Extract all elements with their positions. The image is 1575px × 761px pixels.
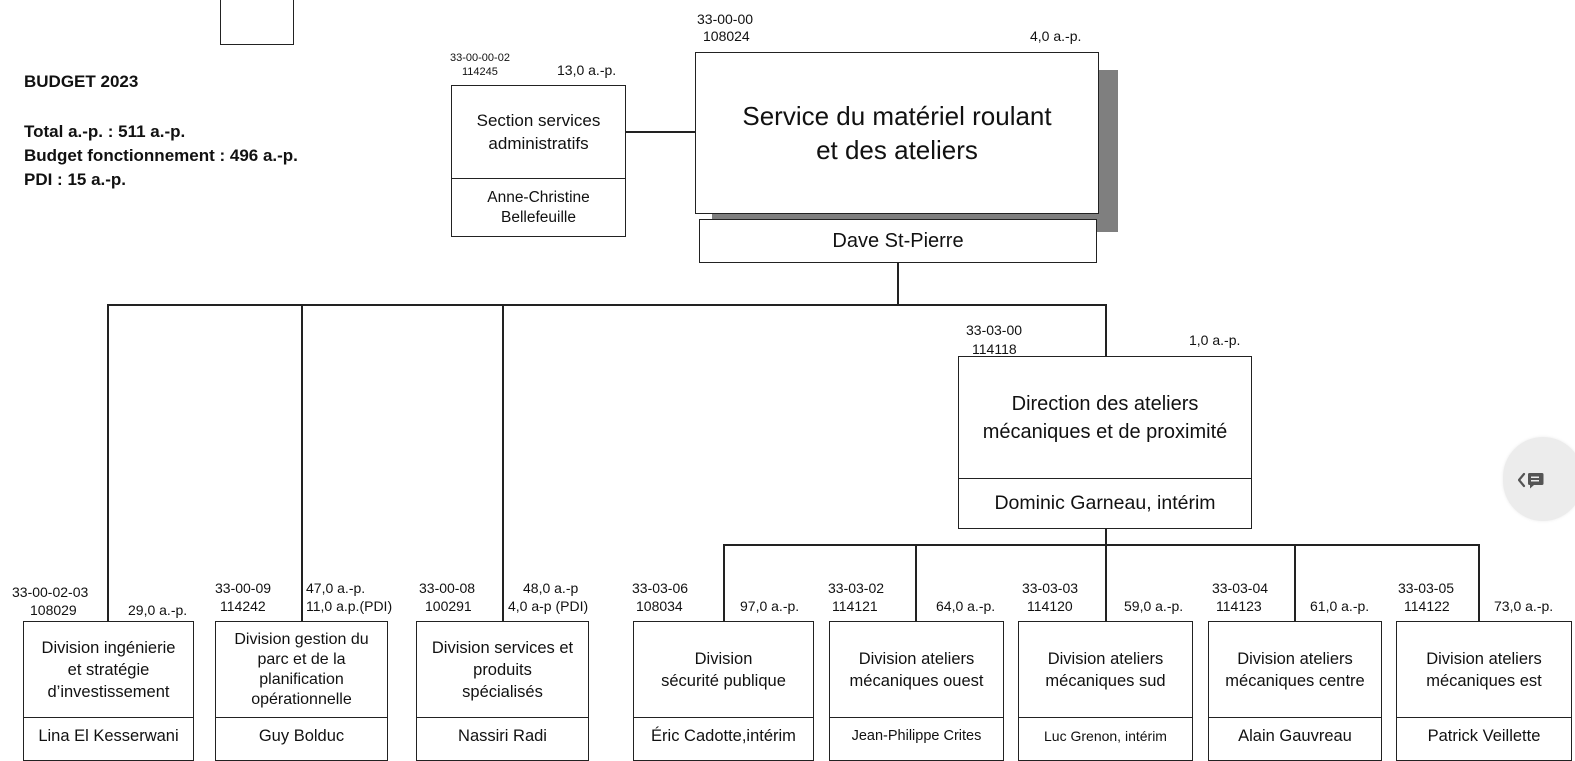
- rdiv-3-title: Division ateliers mécaniques centre: [1209, 622, 1381, 718]
- ldiv-1-count2: 11,0 a.p.(PDI): [306, 598, 393, 614]
- admin-connector: [626, 131, 695, 133]
- direction-box: Direction des ateliers mécaniques et de …: [958, 356, 1252, 529]
- rdiv-2-manager: Luc Grenon, intérim: [1044, 728, 1167, 744]
- top-service-box: Service du matériel roulant et des ateli…: [695, 52, 1099, 214]
- ldiv-0-box: Division ingénierie et stratégie d’inves…: [23, 621, 194, 761]
- ldiv-2-count2: 4,0 a-p (PDI): [508, 598, 589, 614]
- ldiv-1-id: 114242: [220, 598, 266, 614]
- drop-direction: [1105, 304, 1107, 356]
- collapse-comments-button[interactable]: [1503, 437, 1575, 521]
- rdiv-3-box: Division ateliers mécaniques centre Alai…: [1208, 621, 1382, 761]
- drop-div3: [502, 304, 504, 622]
- direction-code: 33-03-00: [966, 322, 1023, 338]
- top-title-line2: et des ateliers: [816, 135, 978, 165]
- rdiv-2-box: Division ateliers mécaniques sud Luc Gre…: [1018, 621, 1193, 761]
- rdiv-2-title: Division ateliers mécaniques sud: [1019, 622, 1192, 718]
- budget-total: Total a.-p. : 511 a.-p.: [24, 122, 186, 141]
- rdiv-0-box: Division sécurité publique Éric Cadotte,…: [633, 621, 814, 761]
- drop-rdiv1: [723, 544, 725, 622]
- rdiv-0-count: 97,0 a.-p.: [740, 598, 800, 614]
- ldiv-2-id: 100291: [425, 598, 472, 614]
- ldiv-0-manager: Lina El Kesserwani: [38, 726, 179, 745]
- ldiv-1-count1: 47,0 a.-p.: [306, 580, 366, 596]
- rdiv-0-id: 108034: [636, 598, 683, 614]
- rdiv-3-code: 33-03-04: [1212, 580, 1269, 596]
- admin-title-line2: administratifs: [488, 134, 589, 153]
- admin-count: 13,0 a.-p.: [557, 62, 617, 78]
- admin-title: Section services administratifs: [452, 86, 625, 179]
- direction-id: 114118: [972, 341, 1017, 357]
- ldiv-2-box: Division services et produits spécialisé…: [416, 621, 589, 761]
- drop-rdiv2: [915, 544, 917, 622]
- rdiv-4-manager: Patrick Veillette: [1427, 726, 1541, 745]
- rdiv-0-manager: Éric Cadotte,intérim: [651, 726, 796, 745]
- top-box-shadow: [1098, 70, 1118, 232]
- ldiv-1-code: 33-00-09: [215, 580, 272, 596]
- admin-manager-line2: Bellefeuille: [501, 209, 576, 226]
- drop-div2: [301, 304, 303, 622]
- top-id: 108024: [703, 28, 750, 44]
- drop-div1: [107, 304, 109, 622]
- rdiv-4-count: 73,0 a.-p.: [1494, 598, 1554, 614]
- ldiv-0-title: Division ingénierie et stratégie d’inves…: [24, 622, 193, 718]
- admin-title-line1: Section services: [476, 111, 601, 130]
- direction-title-line2: mécaniques et de proximité: [982, 420, 1228, 443]
- admin-id: 114245: [462, 66, 498, 78]
- ldiv-0-count: 29,0 a.-p.: [128, 602, 188, 618]
- top-manager-box: Dave St-Pierre: [699, 219, 1097, 263]
- top-manager: Dave St-Pierre: [832, 229, 964, 252]
- drop-rdiv5: [1478, 544, 1480, 622]
- ldiv-2-manager: Nassiri Radi: [458, 726, 547, 745]
- admin-box: Section services administratifs Anne-Chr…: [451, 85, 626, 237]
- rdiv-0-code: 33-03-06: [632, 580, 689, 596]
- admin-manager-line1: Anne-Christine: [487, 189, 590, 206]
- ldiv-1-manager: Guy Bolduc: [258, 726, 345, 745]
- rdiv-3-count: 61,0 a.-p.: [1310, 598, 1370, 614]
- direction-horizontal-connector: [723, 544, 1479, 546]
- drop-rdiv4: [1294, 544, 1296, 622]
- rdiv-4-code: 33-03-05: [1398, 580, 1455, 596]
- admin-manager: Anne-Christine Bellefeuille: [452, 179, 625, 237]
- ldiv-2-title: Division services et produits spécialisé…: [417, 622, 588, 718]
- admin-code: 33-00-00-02: [450, 52, 510, 64]
- top-title-line1: Service du matériel roulant: [742, 101, 1052, 131]
- main-horizontal-connector: [107, 304, 1106, 306]
- top-count: 4,0 a.-p.: [1030, 28, 1082, 44]
- rdiv-1-id: 114121: [832, 598, 878, 614]
- rdiv-1-title: Division ateliers mécaniques ouest: [830, 622, 1003, 718]
- ldiv-1-box: Division gestion du parc et de la planif…: [215, 621, 388, 761]
- ldiv-1-title: Division gestion du parc et de la planif…: [216, 622, 387, 718]
- placeholder-box: [220, 0, 294, 45]
- rdiv-3-id: 114123: [1216, 598, 1262, 614]
- rdiv-1-count: 64,0 a.-p.: [936, 598, 996, 614]
- budget-title: BUDGET 2023: [24, 72, 139, 91]
- ldiv-0-code: 33-00-02-03: [12, 584, 89, 600]
- direction-manager: Dominic Garneau, intérim: [994, 492, 1216, 514]
- rdiv-3-manager: Alain Gauvreau: [1238, 726, 1352, 745]
- rdiv-1-code: 33-03-02: [828, 580, 885, 596]
- direction-title: Direction des ateliers mécaniques et de …: [959, 357, 1251, 479]
- top-down-connector: [897, 263, 899, 305]
- budget-operating: Budget fonctionnement : 496 a.-p.: [24, 146, 298, 165]
- ldiv-2-count1: 48,0 a.-p: [523, 580, 579, 596]
- rdiv-2-id: 114120: [1027, 598, 1073, 614]
- rdiv-4-id: 114122: [1404, 598, 1450, 614]
- ldiv-2-code: 33-00-08: [419, 580, 476, 596]
- rdiv-2-code: 33-03-03: [1022, 580, 1079, 596]
- rdiv-4-box: Division ateliers mécaniques est Patrick…: [1396, 621, 1572, 761]
- top-code: 33-00-00: [697, 11, 754, 27]
- rdiv-1-box: Division ateliers mécaniques ouest Jean-…: [829, 621, 1004, 761]
- direction-title-line1: Direction des ateliers: [1011, 392, 1199, 415]
- direction-down-connector: [1105, 529, 1107, 545]
- budget-pdi: PDI : 15 a.-p.: [24, 170, 127, 189]
- direction-count: 1,0 a.-p.: [1189, 332, 1241, 348]
- drop-rdiv3: [1105, 544, 1107, 622]
- ldiv-0-id: 108029: [30, 602, 77, 618]
- collapse-comments-icon: [1518, 472, 1544, 489]
- rdiv-2-count: 59,0 a.-p.: [1124, 598, 1184, 614]
- rdiv-0-title: Division sécurité publique: [634, 622, 813, 718]
- rdiv-1-manager: Jean-Philippe Crites: [851, 728, 982, 744]
- rdiv-4-title: Division ateliers mécaniques est: [1397, 622, 1571, 718]
